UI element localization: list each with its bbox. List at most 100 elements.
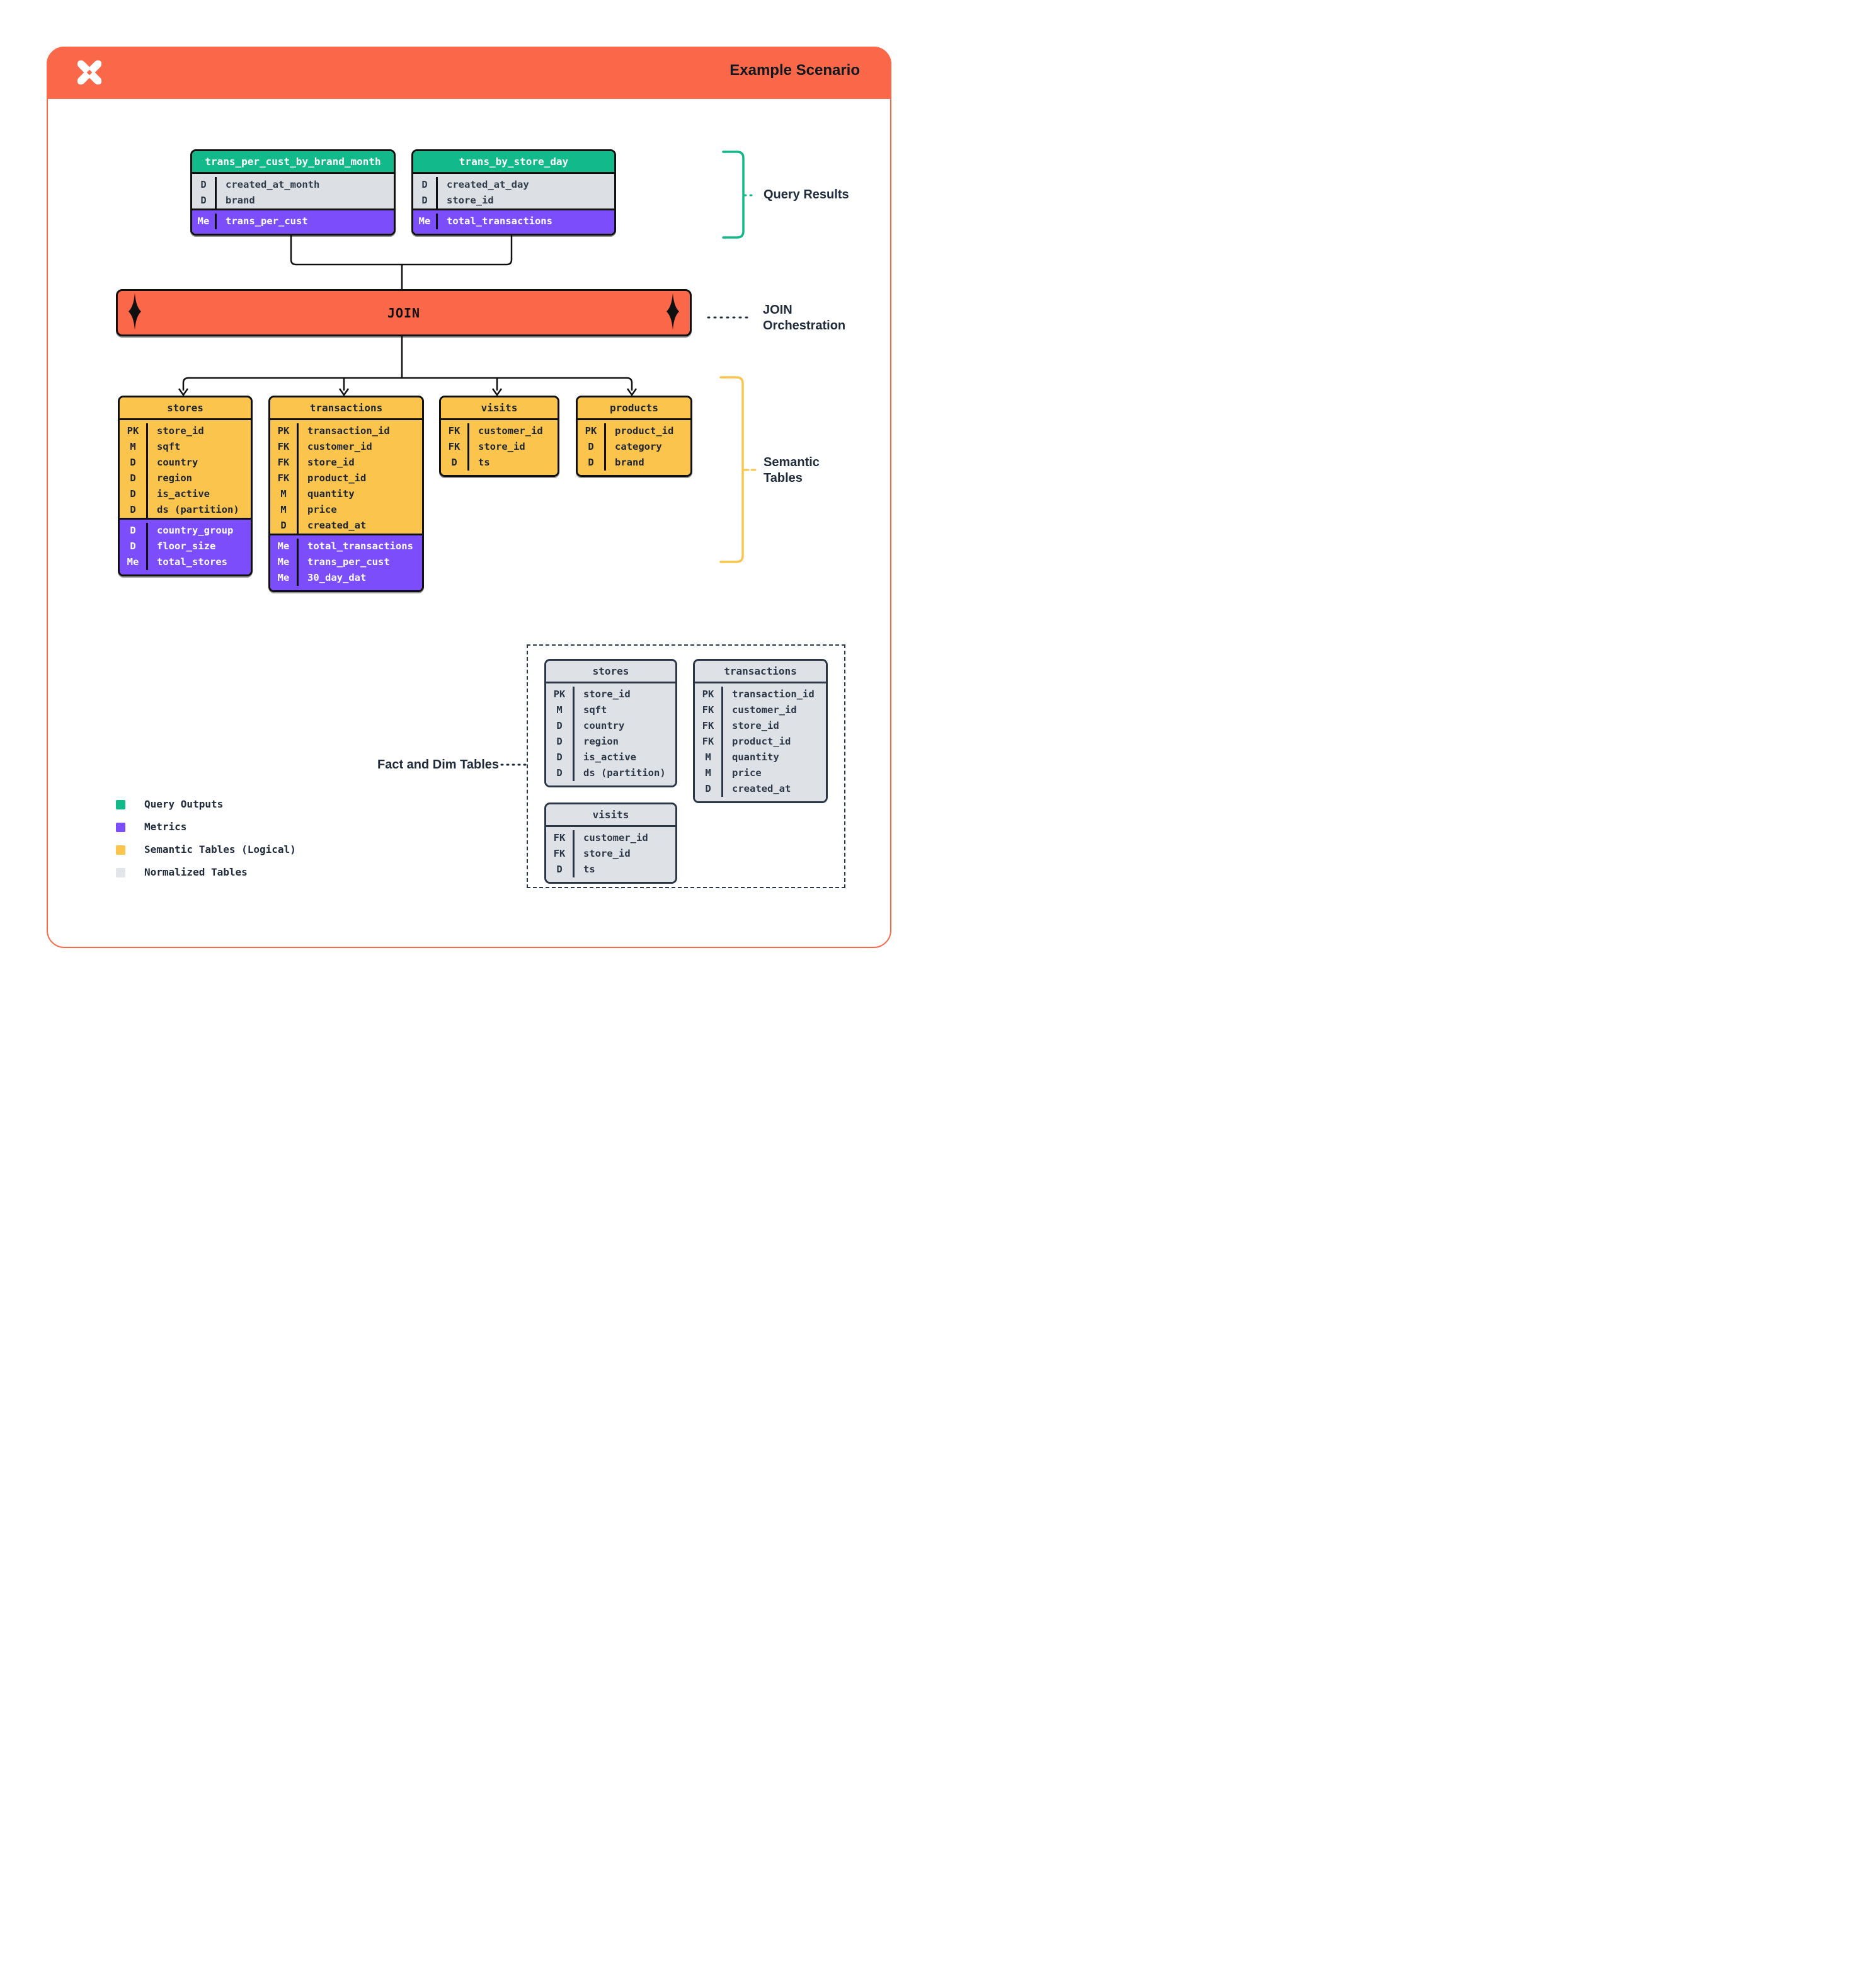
semantic-tables-swatch: [116, 845, 125, 855]
table-title: trans_by_store_day: [413, 151, 614, 174]
query-results-label: Query Results: [764, 188, 849, 202]
table-title: transactions: [270, 397, 422, 420]
legend-label: Metrics: [144, 821, 187, 833]
table-title: visits: [546, 804, 675, 827]
semantic-tables-line2: Tables: [764, 471, 803, 485]
page-title: Example Scenario: [730, 62, 860, 79]
query-outputs-swatch: [116, 799, 125, 809]
legend-item-metrics: Metrics: [116, 820, 296, 834]
scenario-card: Example Scenario: [47, 47, 891, 948]
legend-label: Semantic Tables (Logical): [144, 843, 296, 855]
join-label: JOIN: [387, 305, 421, 321]
join-bar: JOIN: [116, 289, 692, 336]
legend-item-semantic-tables: Semantic Tables (Logical): [116, 843, 296, 857]
legend-item-query-outputs: Query Outputs: [116, 797, 296, 811]
sparkle-diamond-icon: [128, 293, 142, 333]
metrics-swatch: [116, 822, 125, 832]
table-title: stores: [546, 661, 675, 683]
table-title: visits: [441, 397, 558, 420]
semantic-tables-label: Semantic Tables: [764, 455, 820, 486]
table-title: products: [578, 397, 690, 420]
legend-label: Normalized Tables: [144, 866, 248, 878]
table-title: stores: [120, 397, 251, 420]
join-orchestration-label: JOIN Orchestration: [763, 302, 845, 334]
semantic-tables-line1: Semantic: [764, 455, 820, 469]
join-orchestration-line1: JOIN: [763, 303, 792, 317]
legend: Query Outputs Metrics Semantic Tables (L…: [116, 797, 296, 888]
table-title: transactions: [695, 661, 826, 683]
fact-dim-label: Fact and Dim Tables: [377, 758, 499, 772]
semantic-tables-bracket: [719, 376, 744, 563]
header-band: Example Scenario: [47, 47, 891, 99]
query-results-bracket: [722, 151, 745, 239]
legend-item-normalized-tables: Normalized Tables: [116, 865, 296, 879]
sparkle-diamond-icon: [666, 293, 680, 333]
pinwheel-star-logo: [74, 57, 105, 88]
join-orchestration-line2: Orchestration: [763, 319, 846, 333]
fact-dim-dashed-box: [527, 644, 845, 888]
normalized-tables-swatch: [116, 867, 125, 877]
table-title: trans_per_cust_by_brand_month: [192, 151, 394, 174]
